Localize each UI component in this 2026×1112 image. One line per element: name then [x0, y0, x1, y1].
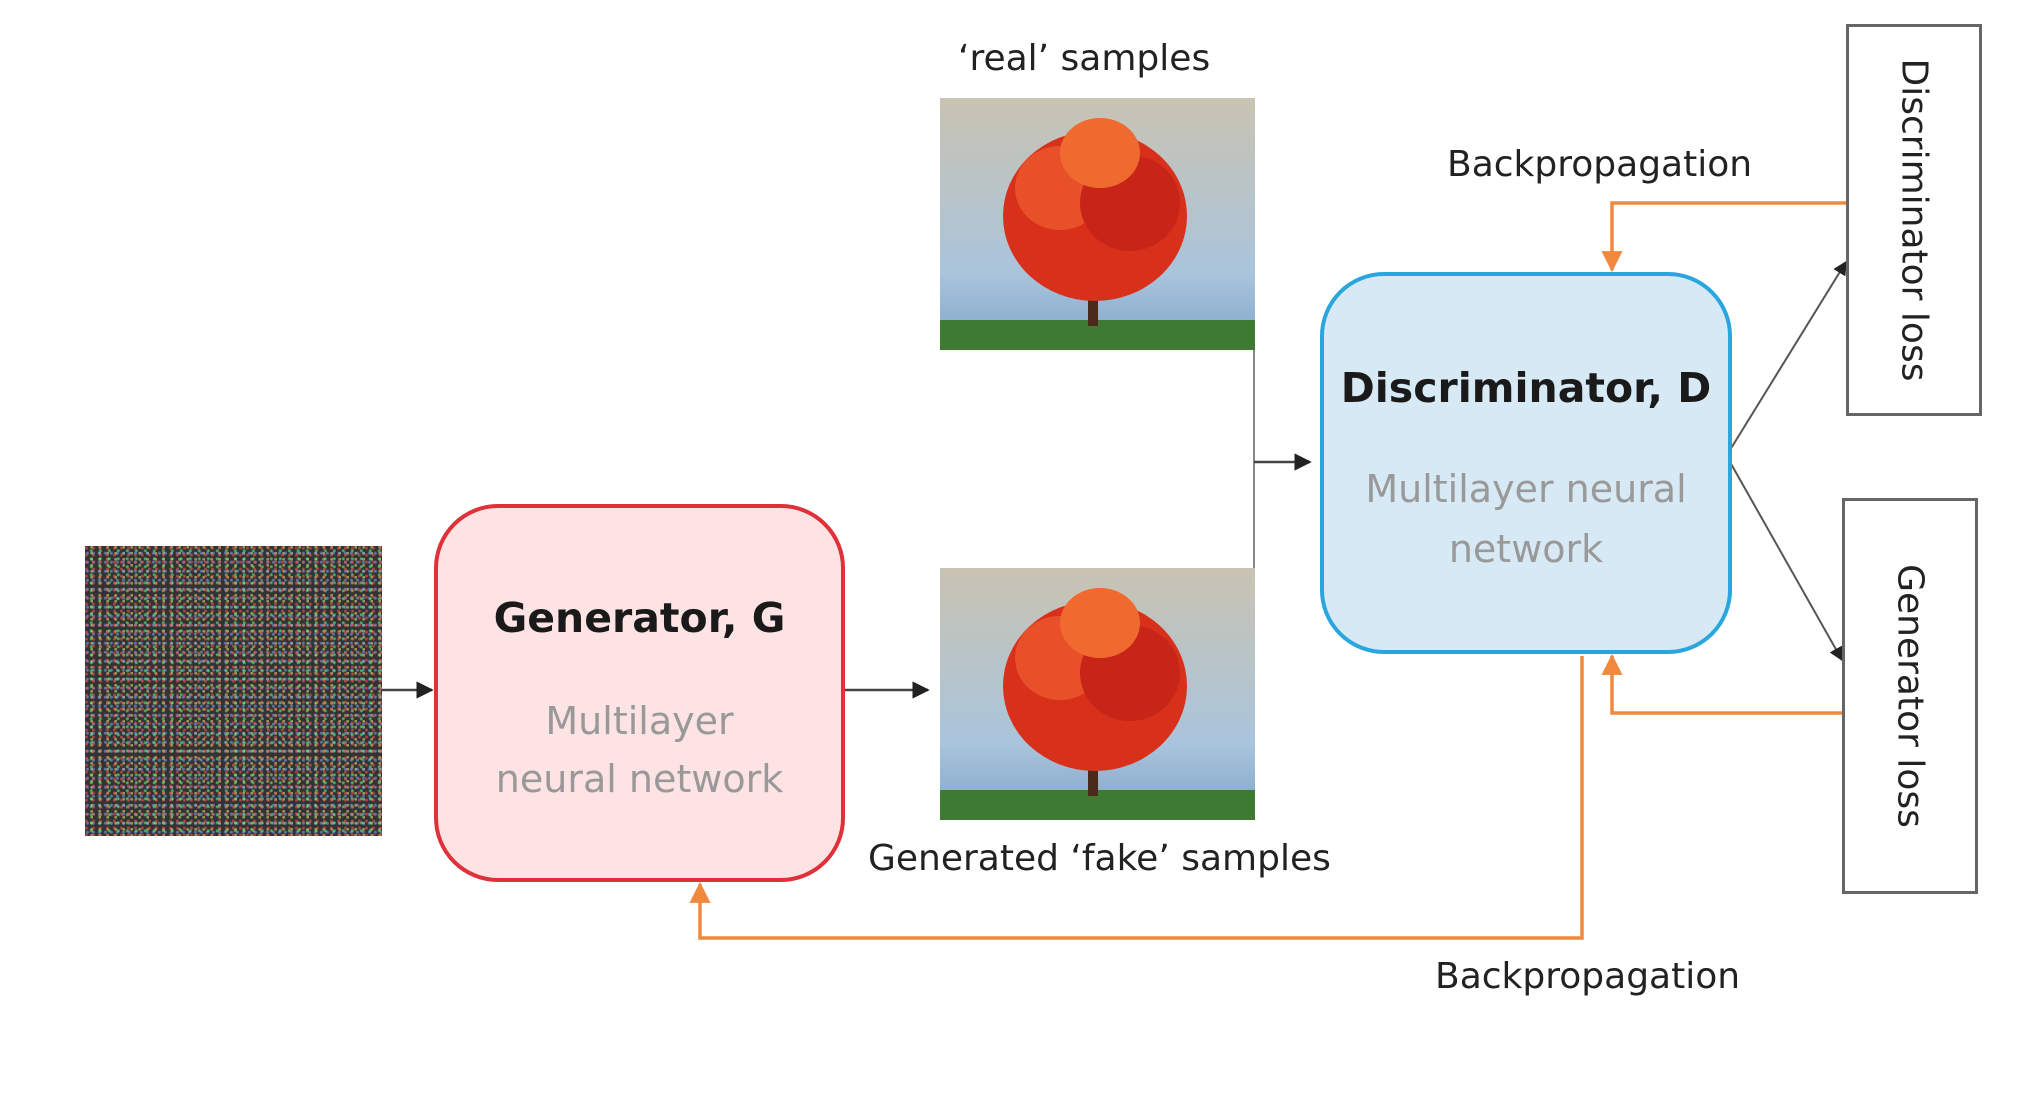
- generator-loss-label: Generator loss: [1889, 564, 1931, 828]
- fake-samples-label: Generated ‘fake’ samples: [868, 838, 1331, 879]
- backprop-line-generator-loss: [1601, 653, 1842, 715]
- backpropagation-bottom-label: Backpropagation: [1435, 956, 1741, 997]
- arrow-to-discriminator-loss: [1729, 260, 1847, 451]
- real-samples-label: ‘real’ samples: [958, 38, 1211, 79]
- discriminator-title: Discriminator, D: [1340, 364, 1712, 412]
- discriminator-loss-box: Discriminator loss: [1846, 24, 1982, 416]
- generator-loss-box: Generator loss: [1842, 498, 1978, 894]
- generator-title: Generator, G: [493, 594, 786, 642]
- backprop-line-to-generator: [689, 656, 1584, 940]
- discriminator-loss-label: Discriminator loss: [1893, 58, 1935, 382]
- generator-subtitle-line2: neural network: [495, 757, 784, 801]
- noise-input-image: [85, 546, 382, 836]
- real-sample-image: [940, 98, 1255, 350]
- backprop-line-top: [1601, 201, 1846, 273]
- discriminator-subtitle-line1: Multilayer neural: [1365, 467, 1687, 511]
- generator-box: Generator, G Multilayer neural network: [434, 504, 845, 882]
- discriminator-subtitle-line2: network: [1448, 527, 1604, 571]
- fake-sample-image: [940, 568, 1255, 820]
- discriminator-box: Discriminator, D Multilayer neural netwo…: [1320, 272, 1732, 654]
- backpropagation-top-label: Backpropagation: [1447, 144, 1753, 185]
- generator-subtitle-line1: Multilayer: [545, 699, 734, 743]
- arrow-to-generator-loss: [1729, 461, 1843, 662]
